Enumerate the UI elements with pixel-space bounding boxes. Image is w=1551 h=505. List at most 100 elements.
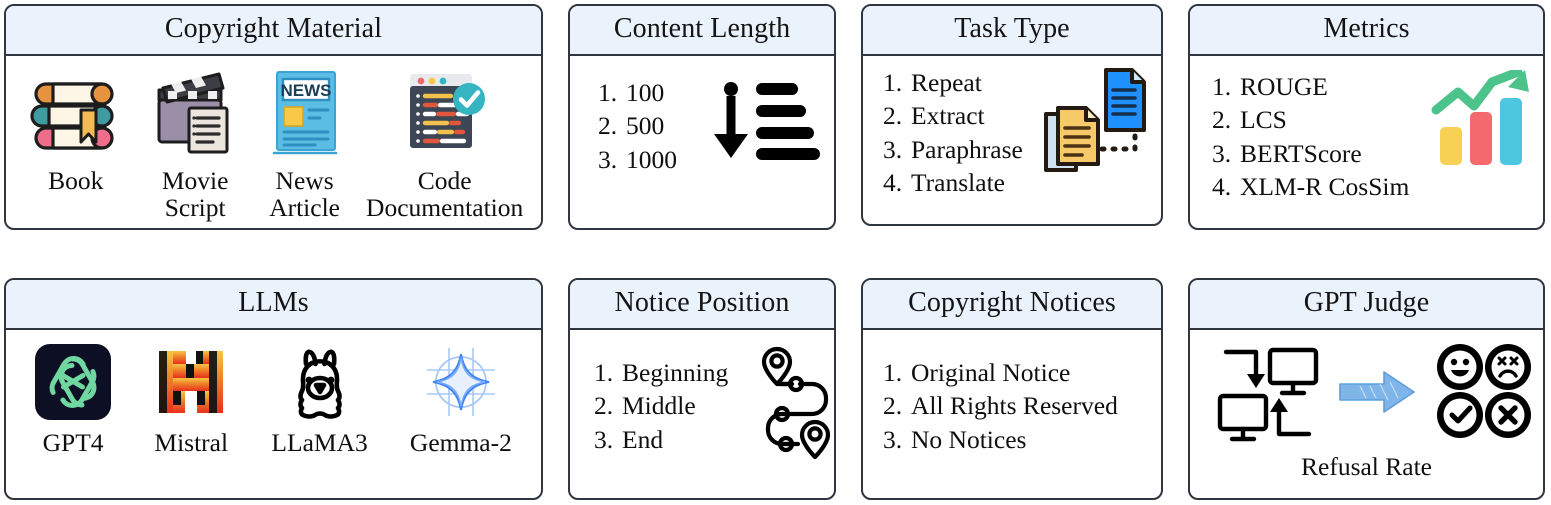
panel-task-type: Task Type 1. Repeat 2. Extract 3. Paraph…	[861, 4, 1163, 226]
monitors-exchange-icon	[1214, 344, 1322, 447]
list-item-label: ROUGE	[1240, 72, 1328, 101]
list-item-number: 2.	[883, 391, 903, 421]
blue-arrow-right-icon	[1338, 370, 1416, 423]
panel-title-copyright-material: Copyright Material	[6, 6, 541, 56]
list-item-number: 2.	[883, 101, 903, 131]
list-item-label: No Notices	[911, 424, 1027, 454]
list-item-label: Paraphrase	[911, 134, 1023, 164]
copyright-material-items: Book	[6, 66, 541, 221]
llama-logo-icon	[282, 344, 358, 425]
panel-body-metrics: 1. ROUGE 2. LCS 3. BERTScore 4. XLM-R Co…	[1190, 56, 1543, 228]
list-item: 3. Paraphrase	[883, 133, 1023, 166]
svg-text:NEWS: NEWS	[280, 81, 331, 100]
panel-copyright-notices: Copyright Notices 1. Original Notice 2. …	[861, 278, 1163, 500]
list-item-number: 1.	[1212, 72, 1232, 101]
openai-logo-icon	[35, 344, 112, 425]
list-item-number: 3.	[883, 134, 903, 164]
code-documentation-icon	[396, 66, 494, 163]
list-item: 2. Middle	[594, 389, 728, 422]
list-item-label: Translate	[911, 168, 1005, 198]
item-gpt4: GPT4	[35, 344, 112, 457]
list-item-label: 500	[626, 111, 665, 141]
documents-transfer-icon	[1028, 62, 1154, 192]
list-item-label: Repeat	[911, 68, 982, 97]
metrics-list: 1. ROUGE 2. LCS 3. BERTScore 4. XLM-R Co…	[1212, 70, 1409, 204]
list-item: 1. Beginning	[594, 356, 728, 389]
list-item: 1. Original Notice	[883, 356, 1118, 389]
panel-body-gpt-judge: Refusal Rate	[1190, 330, 1543, 498]
panel-body-llms: GPT4	[6, 330, 541, 498]
notice-position-list: 1. Beginning 2. Middle 3. End	[594, 356, 728, 456]
list-item-label: Extract	[911, 101, 985, 131]
list-item: 2. Extract	[883, 99, 1023, 132]
list-item-label: Middle	[622, 391, 696, 421]
gemma-sparkle-icon	[423, 344, 499, 425]
panel-metrics: Metrics 1. ROUGE 2. LCS 3. BERTScore 4. …	[1188, 4, 1545, 230]
panel-body-copyright-notices: 1. Original Notice 2. All Rights Reserve…	[863, 330, 1161, 498]
growth-bar-chart-icon	[1430, 67, 1534, 175]
list-item: 1. Repeat	[883, 66, 1023, 99]
task-type-list: 1. Repeat 2. Extract 3. Paraphrase 4. Tr…	[883, 66, 1023, 200]
list-item: 4. XLM-R CosSim	[1212, 170, 1409, 203]
list-item: 3. 1000	[598, 143, 677, 176]
panel-title-notice-position: Notice Position	[570, 280, 834, 330]
movie-clapperboard-icon	[147, 66, 243, 163]
mistral-logo-icon	[153, 344, 229, 425]
list-item-number: 1.	[598, 78, 618, 107]
list-item-label: 100	[626, 78, 665, 107]
item-mistral: Mistral	[153, 344, 229, 456]
panel-llms: LLMs	[4, 278, 543, 500]
list-item-number: 3.	[598, 144, 618, 174]
content-length-list: 1. 100 2. 500 3. 1000	[598, 76, 677, 176]
item-label-gemma2: Gemma-2	[409, 428, 512, 457]
list-item: 3. End	[594, 423, 728, 456]
news-article-icon: NEWS	[263, 66, 347, 163]
panel-notice-position: Notice Position 1. Beginning 2. Middle 3…	[568, 278, 836, 500]
llms-items: GPT4	[6, 344, 541, 456]
panel-copyright-material: Copyright Material	[4, 4, 543, 230]
item-label-movie-script: Movie Script	[161, 166, 229, 223]
list-item: 3. No Notices	[883, 423, 1118, 456]
panel-body-notice-position: 1. Beginning 2. Middle 3. End	[570, 330, 834, 498]
list-item-number: 3.	[594, 424, 614, 454]
list-item-label: End	[622, 424, 664, 454]
list-item-label: BERTScore	[1240, 138, 1362, 168]
item-label-mistral: Mistral	[154, 428, 229, 457]
item-label-news-article: News Article	[269, 166, 340, 223]
list-item-number: 3.	[883, 424, 903, 454]
list-item: 2. LCS	[1212, 103, 1409, 136]
panel-content-length: Content Length 1. 100 2. 500 3. 1000	[568, 4, 836, 230]
panel-gpt-judge: GPT Judge	[1188, 278, 1545, 500]
list-item-number: 1.	[594, 358, 614, 387]
panel-title-llms: LLMs	[6, 280, 541, 330]
list-item: 2. All Rights Reserved	[883, 389, 1118, 422]
item-label-gpt4: GPT4	[42, 428, 104, 457]
list-item-number: 1.	[883, 68, 903, 97]
item-movie-script: Movie Script	[147, 66, 243, 221]
item-llama3: LLaMA3	[271, 344, 368, 456]
list-item-label: XLM-R CosSim	[1240, 172, 1410, 202]
item-code-documentation: Code Documentation	[366, 66, 523, 221]
panel-title-task-type: Task Type	[863, 6, 1161, 56]
panel-title-copyright-notices: Copyright Notices	[863, 280, 1161, 330]
list-item-number: 2.	[594, 391, 614, 421]
item-label-code-documentation: Code Documentation	[366, 166, 524, 223]
feedback-faces-icon	[1434, 342, 1534, 445]
panel-title-metrics: Metrics	[1190, 6, 1543, 56]
list-item-number: 4.	[1212, 172, 1232, 202]
list-item: 1. 100	[598, 76, 677, 109]
panel-title-gpt-judge: GPT Judge	[1190, 280, 1543, 330]
panel-title-content-length: Content Length	[570, 6, 834, 56]
panel-body-copyright-material: Book	[6, 56, 541, 228]
item-book: Book	[24, 66, 128, 194]
panel-body-content-length: 1. 100 2. 500 3. 1000	[570, 56, 834, 228]
list-item-label: LCS	[1240, 105, 1287, 135]
copyright-notices-list: 1. Original Notice 2. All Rights Reserve…	[883, 356, 1118, 456]
item-news-article: NEWS News Article	[263, 66, 347, 221]
list-item-number: 2.	[598, 111, 618, 141]
list-item: 2. 500	[598, 109, 677, 142]
list-item-number: 3.	[1212, 138, 1232, 168]
item-gemma2: Gemma-2	[410, 344, 512, 456]
list-item-label: Original Notice	[911, 358, 1071, 387]
